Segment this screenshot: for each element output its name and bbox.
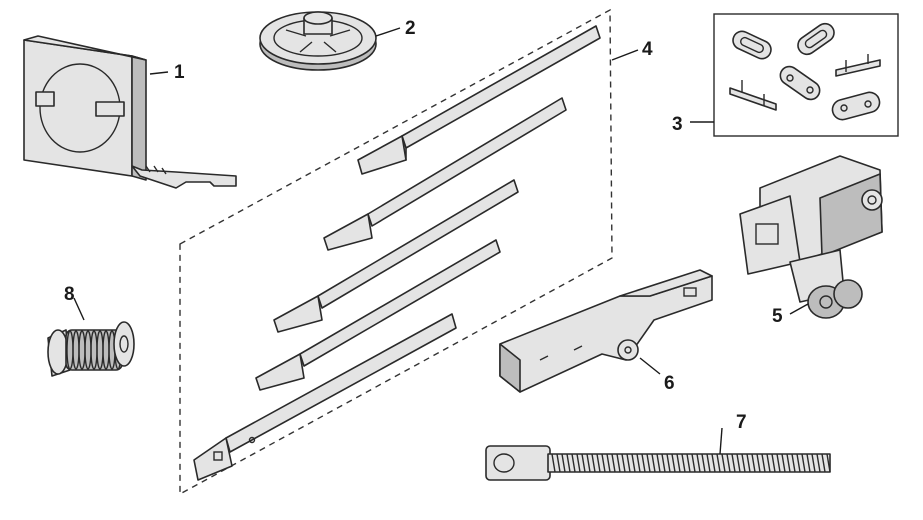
header-bracket-icon	[499, 269, 713, 393]
pulley-icon	[259, 11, 401, 71]
callout-7: 7	[736, 412, 747, 433]
callout-8: 8	[64, 284, 75, 305]
spring-icon	[47, 297, 135, 377]
callout-1: 1	[174, 62, 185, 83]
chain-links-icon	[690, 13, 899, 137]
callout-6: 6	[664, 373, 675, 394]
rail-sections-icon	[179, 8, 639, 496]
threaded-shaft-icon	[485, 427, 831, 481]
callout-5: 5	[772, 306, 783, 327]
safety-sensor-bracket-icon	[23, 35, 237, 189]
callout-2: 2	[405, 18, 416, 39]
trolley-icon	[739, 155, 883, 319]
callout-4: 4	[642, 39, 653, 60]
callout-3: 3	[672, 114, 683, 135]
